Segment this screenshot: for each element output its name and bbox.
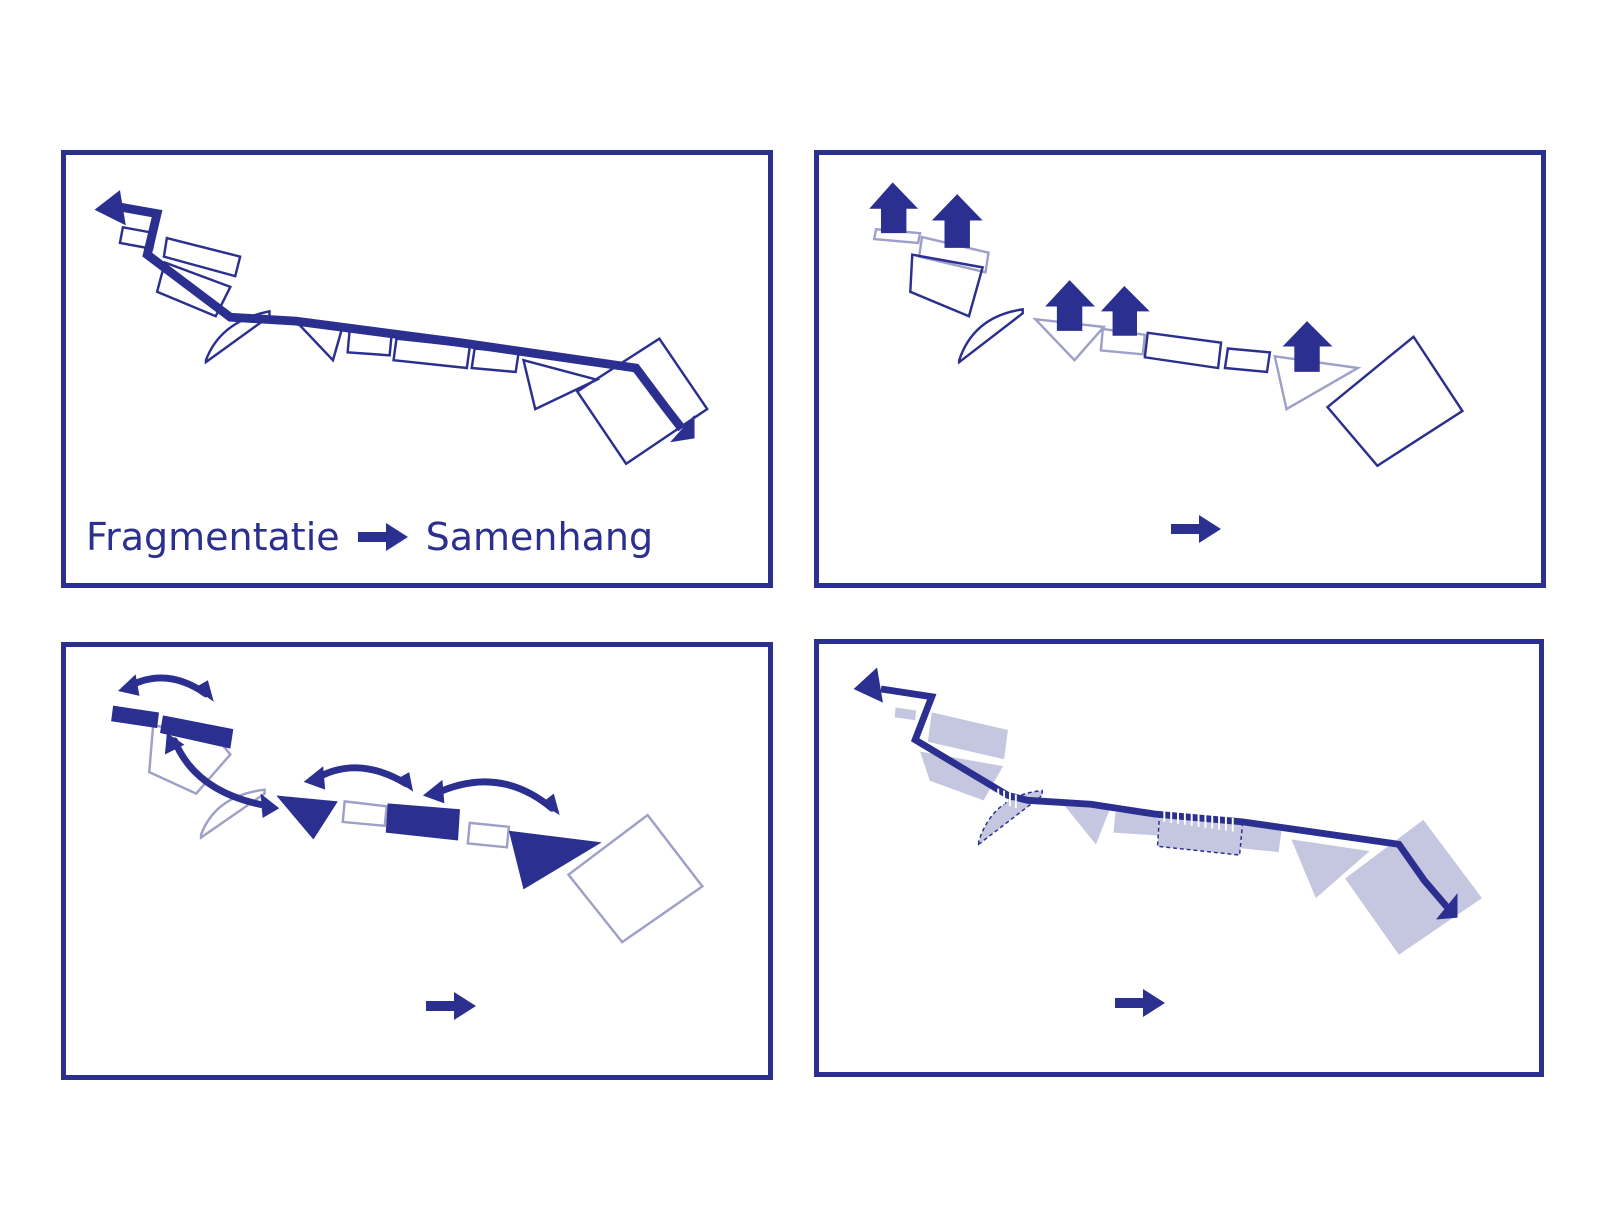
up-arrow-icon [869, 182, 919, 234]
panel-cohesion [814, 639, 1544, 1077]
fragment-square [575, 337, 709, 466]
elevation-diagram [869, 182, 1465, 468]
connecting-path [112, 201, 686, 432]
right-arrow-icon [1171, 515, 1221, 543]
fragment-rect-top [162, 236, 242, 278]
solid-bar-2 [160, 715, 234, 749]
light-semicircle [199, 788, 266, 840]
solid-rect [385, 803, 460, 841]
fragment-triangle-2 [521, 358, 601, 411]
fragment-rect-1 [1143, 331, 1223, 370]
solid-triangle-1 [276, 795, 338, 840]
swap-arrow-3 [311, 764, 410, 788]
panel-exchange [61, 642, 773, 1080]
caption-to: Samenhang [425, 515, 654, 559]
up-arrow-icon [1282, 321, 1333, 372]
swap-arrows [126, 674, 556, 812]
caption: Fragmentatie Samenhang [86, 515, 653, 559]
fragment-pentagon [909, 253, 985, 318]
panel-elevation [814, 150, 1546, 588]
light-square [566, 813, 705, 944]
exchange-diagram [111, 674, 705, 944]
fragment-semicircle [204, 309, 271, 365]
path-hatching [997, 788, 1234, 832]
fragment-pentagon [155, 260, 233, 318]
light-rect-2 [466, 821, 511, 849]
shaded-fragments [894, 707, 1482, 955]
solid-fragments [111, 705, 602, 890]
path-arrowhead-left [853, 667, 883, 703]
swap-arrow-4 [432, 778, 556, 812]
panel-fragmentation: Fragmentatie Samenhang [61, 150, 773, 588]
up-arrows [869, 182, 1333, 372]
right-arrow-icon [426, 992, 476, 1020]
cohesion-diagram [853, 667, 1482, 955]
right-arrow-icon [1115, 989, 1165, 1017]
right-arrow-icon [357, 523, 408, 551]
caption-from: Fragmentatie [86, 515, 340, 559]
up-arrow-icon [931, 194, 983, 248]
light-rect-1 [341, 800, 389, 828]
fragment-semicircle [957, 307, 1024, 365]
connecting-path [880, 685, 1451, 911]
solid-bar-1 [111, 705, 160, 729]
fragmentation-diagram [94, 190, 709, 466]
up-arrow-icon [1045, 280, 1095, 331]
solid-triangle-2 [508, 830, 602, 890]
swap-arrowheads [117, 674, 560, 819]
path-arrowhead-left [94, 190, 126, 226]
swap-arrow-1 [126, 674, 210, 698]
swap-arrow-2 [171, 737, 273, 810]
up-arrow-icon [1100, 285, 1150, 336]
fragment-square [1325, 334, 1465, 468]
fragment-rect-2 [1223, 347, 1272, 374]
